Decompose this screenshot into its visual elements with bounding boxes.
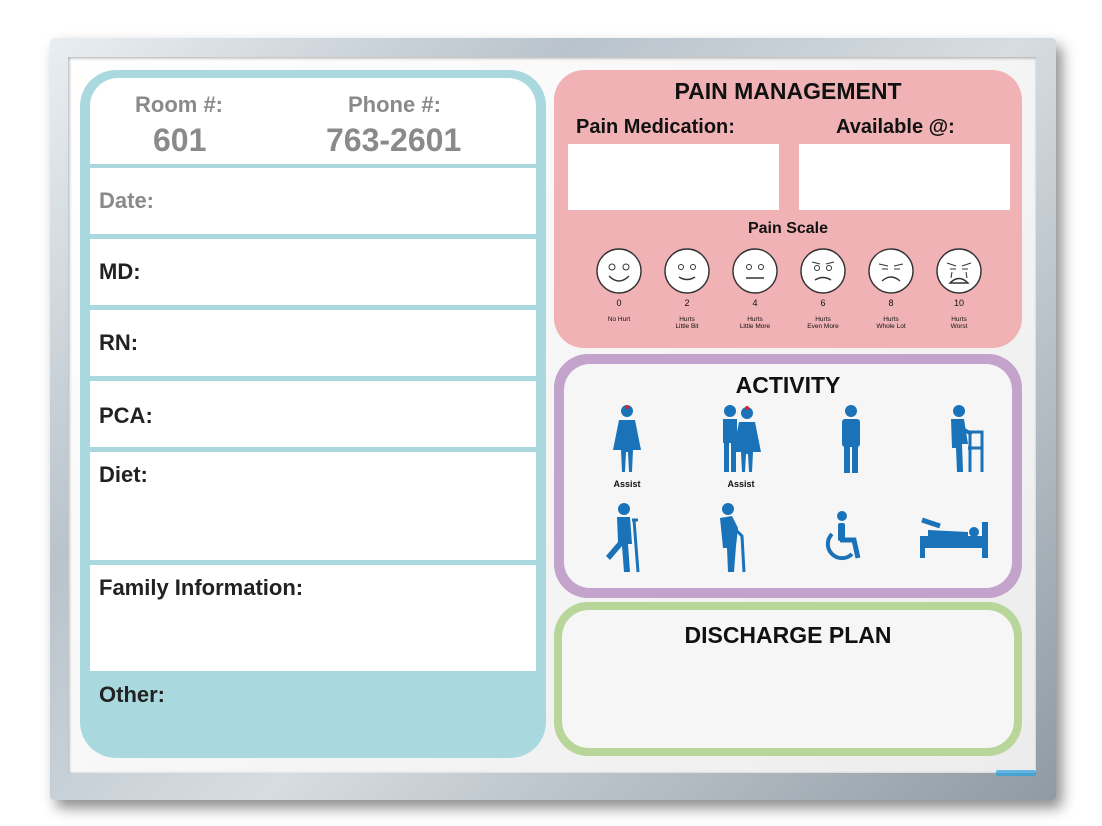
pain-management-title: PAIN MANAGEMENT [674, 78, 902, 104]
phone-label: Phone #: [348, 92, 441, 117]
family-information-label: Family Information: [99, 575, 304, 600]
face-10-icon [934, 246, 984, 296]
date-field[interactable]: Date: [90, 168, 536, 234]
standing-person-icon [838, 404, 864, 479]
pain-desc-line: Even More [807, 323, 839, 330]
pca-field[interactable]: PCA: [90, 381, 536, 447]
face-0-icon [594, 246, 644, 296]
other-label: Other: [99, 682, 165, 707]
pain-level-8: 8 [888, 298, 894, 308]
face-4-icon [730, 246, 780, 296]
diet-label: Diet: [99, 462, 148, 487]
rn-label: RN: [99, 330, 139, 355]
discharge-plan-area[interactable] [562, 610, 1014, 748]
nurse-assist-icon [610, 404, 644, 479]
room-value: 601 [153, 122, 207, 158]
crutches-icon [604, 502, 644, 579]
pain-level-4: 4 [752, 298, 758, 308]
diet-field[interactable]: Diet: [90, 452, 536, 560]
pain-desc-0: No Hurt [589, 316, 649, 323]
pain-level-10: 10 [953, 298, 964, 308]
phone-value: 763-2601 [326, 122, 462, 158]
patient-info-panel: Room #: 601 Phone #: 763-2601 Date: MD: … [80, 70, 546, 758]
face-6-icon [798, 246, 848, 296]
pain-level-0: 0 [616, 298, 622, 308]
pain-desc-line: No Hurt [607, 316, 631, 323]
pain-desc-line: Worst [950, 323, 968, 330]
pain-medication-box[interactable] [568, 144, 779, 210]
family-information-field[interactable]: Family Information: [90, 565, 536, 671]
face-2-icon [662, 246, 712, 296]
discharge-plan-title: DISCHARGE PLAN [684, 622, 892, 648]
available-at-label: Available @: [836, 116, 955, 138]
activity-title: ACTIVITY [735, 372, 841, 398]
pain-medication-label: Pain Medication: [576, 116, 735, 138]
pain-desc-line: Hurts [679, 316, 695, 323]
md-label: MD: [99, 259, 141, 284]
pain-level-2: 2 [684, 298, 690, 308]
pain-desc-line: Hurts [747, 316, 763, 323]
assist-label-2: Assist [727, 479, 755, 489]
cane-icon [714, 502, 754, 579]
two-nurses-assist-icon [718, 404, 762, 479]
wheelchair-icon [820, 510, 864, 571]
pain-management-panel: PAIN MANAGEMENT Pain Medication: Availab… [554, 70, 1022, 348]
face-8-icon [866, 246, 916, 296]
md-field[interactable]: MD: [90, 239, 536, 305]
walker-icon [944, 404, 984, 479]
date-label: Date: [99, 188, 155, 213]
brand-logo [996, 770, 1036, 776]
pain-desc-line: Hurts [951, 316, 967, 323]
pain-desc-line: Whole Lot [876, 323, 906, 330]
pca-label: PCA: [99, 403, 153, 428]
room-phone-cell: Room #: 601 Phone #: 763-2601 [90, 78, 536, 164]
pain-scale-title: Pain Scale [747, 220, 829, 237]
room-label: Room #: [135, 92, 223, 117]
discharge-plan-panel: DISCHARGE PLAN [554, 602, 1022, 756]
assist-label-1: Assist [613, 479, 641, 489]
pain-desc-line: Hurts [815, 316, 831, 323]
bed-rest-icon [918, 516, 990, 565]
available-at-box[interactable] [799, 144, 1010, 210]
activity-panel: ACTIVITY Assist Assist [554, 354, 1022, 598]
pain-desc-line: Little Bit [675, 323, 699, 330]
pain-level-6: 6 [820, 298, 826, 308]
pain-desc-line: Little More [739, 323, 771, 330]
pain-desc-line: Hurts [883, 316, 899, 323]
rn-field[interactable]: RN: [90, 310, 536, 376]
activity-inner [564, 364, 1012, 588]
